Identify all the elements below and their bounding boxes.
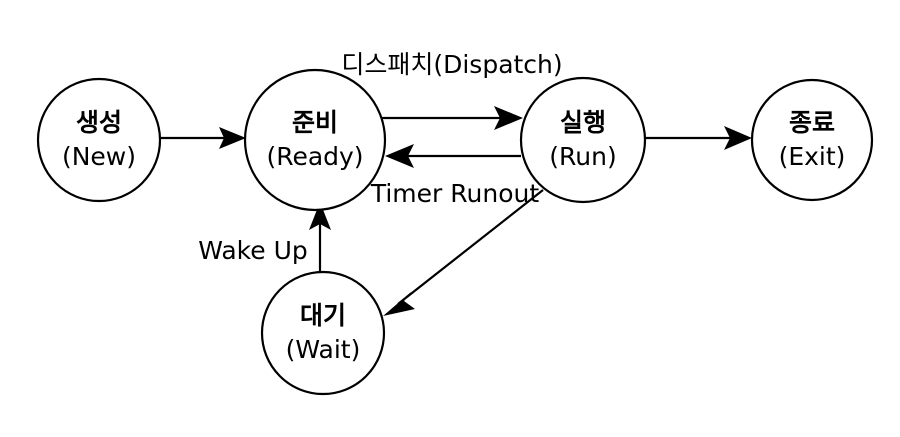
node-wait-label-ko: 대기 [300, 301, 346, 330]
node-run[interactable]: 실행 (Run) [519, 76, 647, 204]
node-new-label-en: (New) [62, 142, 136, 171]
edge-run-to-ready-arrowhead [385, 144, 414, 168]
node-run-circle[interactable] [519, 76, 647, 204]
edge-ready-to-run-arrowhead [494, 106, 523, 130]
node-run-label-en: (Run) [549, 142, 616, 171]
node-wait[interactable]: 대기 (Wait) [260, 270, 386, 396]
node-ready-circle[interactable] [243, 68, 387, 212]
edge-label-wake-up: Wake Up [198, 236, 308, 265]
node-exit-circle[interactable] [750, 78, 874, 202]
edge-run-to-wait-arrowhead [383, 292, 415, 316]
edge-label-timer-runout: Timer Runout [370, 179, 539, 208]
edge-run-to-wait-line [397, 189, 544, 305]
node-wait-label-en: (Wait) [286, 335, 361, 364]
edge-wait-to-ready [309, 202, 331, 277]
node-ready-label-ko: 준비 [292, 108, 338, 137]
node-new-label-ko: 생성 [76, 108, 122, 137]
edge-new-to-ready [160, 127, 246, 149]
node-new[interactable]: 생성 (New) [36, 77, 162, 203]
node-run-label-ko: 실행 [560, 108, 606, 137]
node-exit-label-ko: 종료 [789, 108, 835, 137]
edge-run-to-exit [645, 126, 752, 150]
edge-ready-to-run [382, 106, 523, 130]
edge-run-to-ready [385, 144, 521, 168]
node-ready-label-en: (Ready) [266, 142, 363, 171]
node-exit[interactable]: 종료 (Exit) [750, 78, 874, 202]
node-exit-label-en: (Exit) [779, 142, 846, 171]
node-new-circle[interactable] [36, 77, 162, 203]
edge-label-dispatch: 디스패치(Dispatch) [341, 50, 562, 79]
edge-new-to-ready-arrowhead [219, 127, 246, 149]
edge-run-to-exit-arrowhead [724, 126, 752, 150]
edge-run-to-wait [383, 189, 544, 316]
node-wait-circle[interactable] [260, 270, 386, 396]
edge-wait-to-ready-arrowhead [309, 202, 331, 230]
node-ready[interactable]: 준비 (Ready) [243, 68, 387, 212]
